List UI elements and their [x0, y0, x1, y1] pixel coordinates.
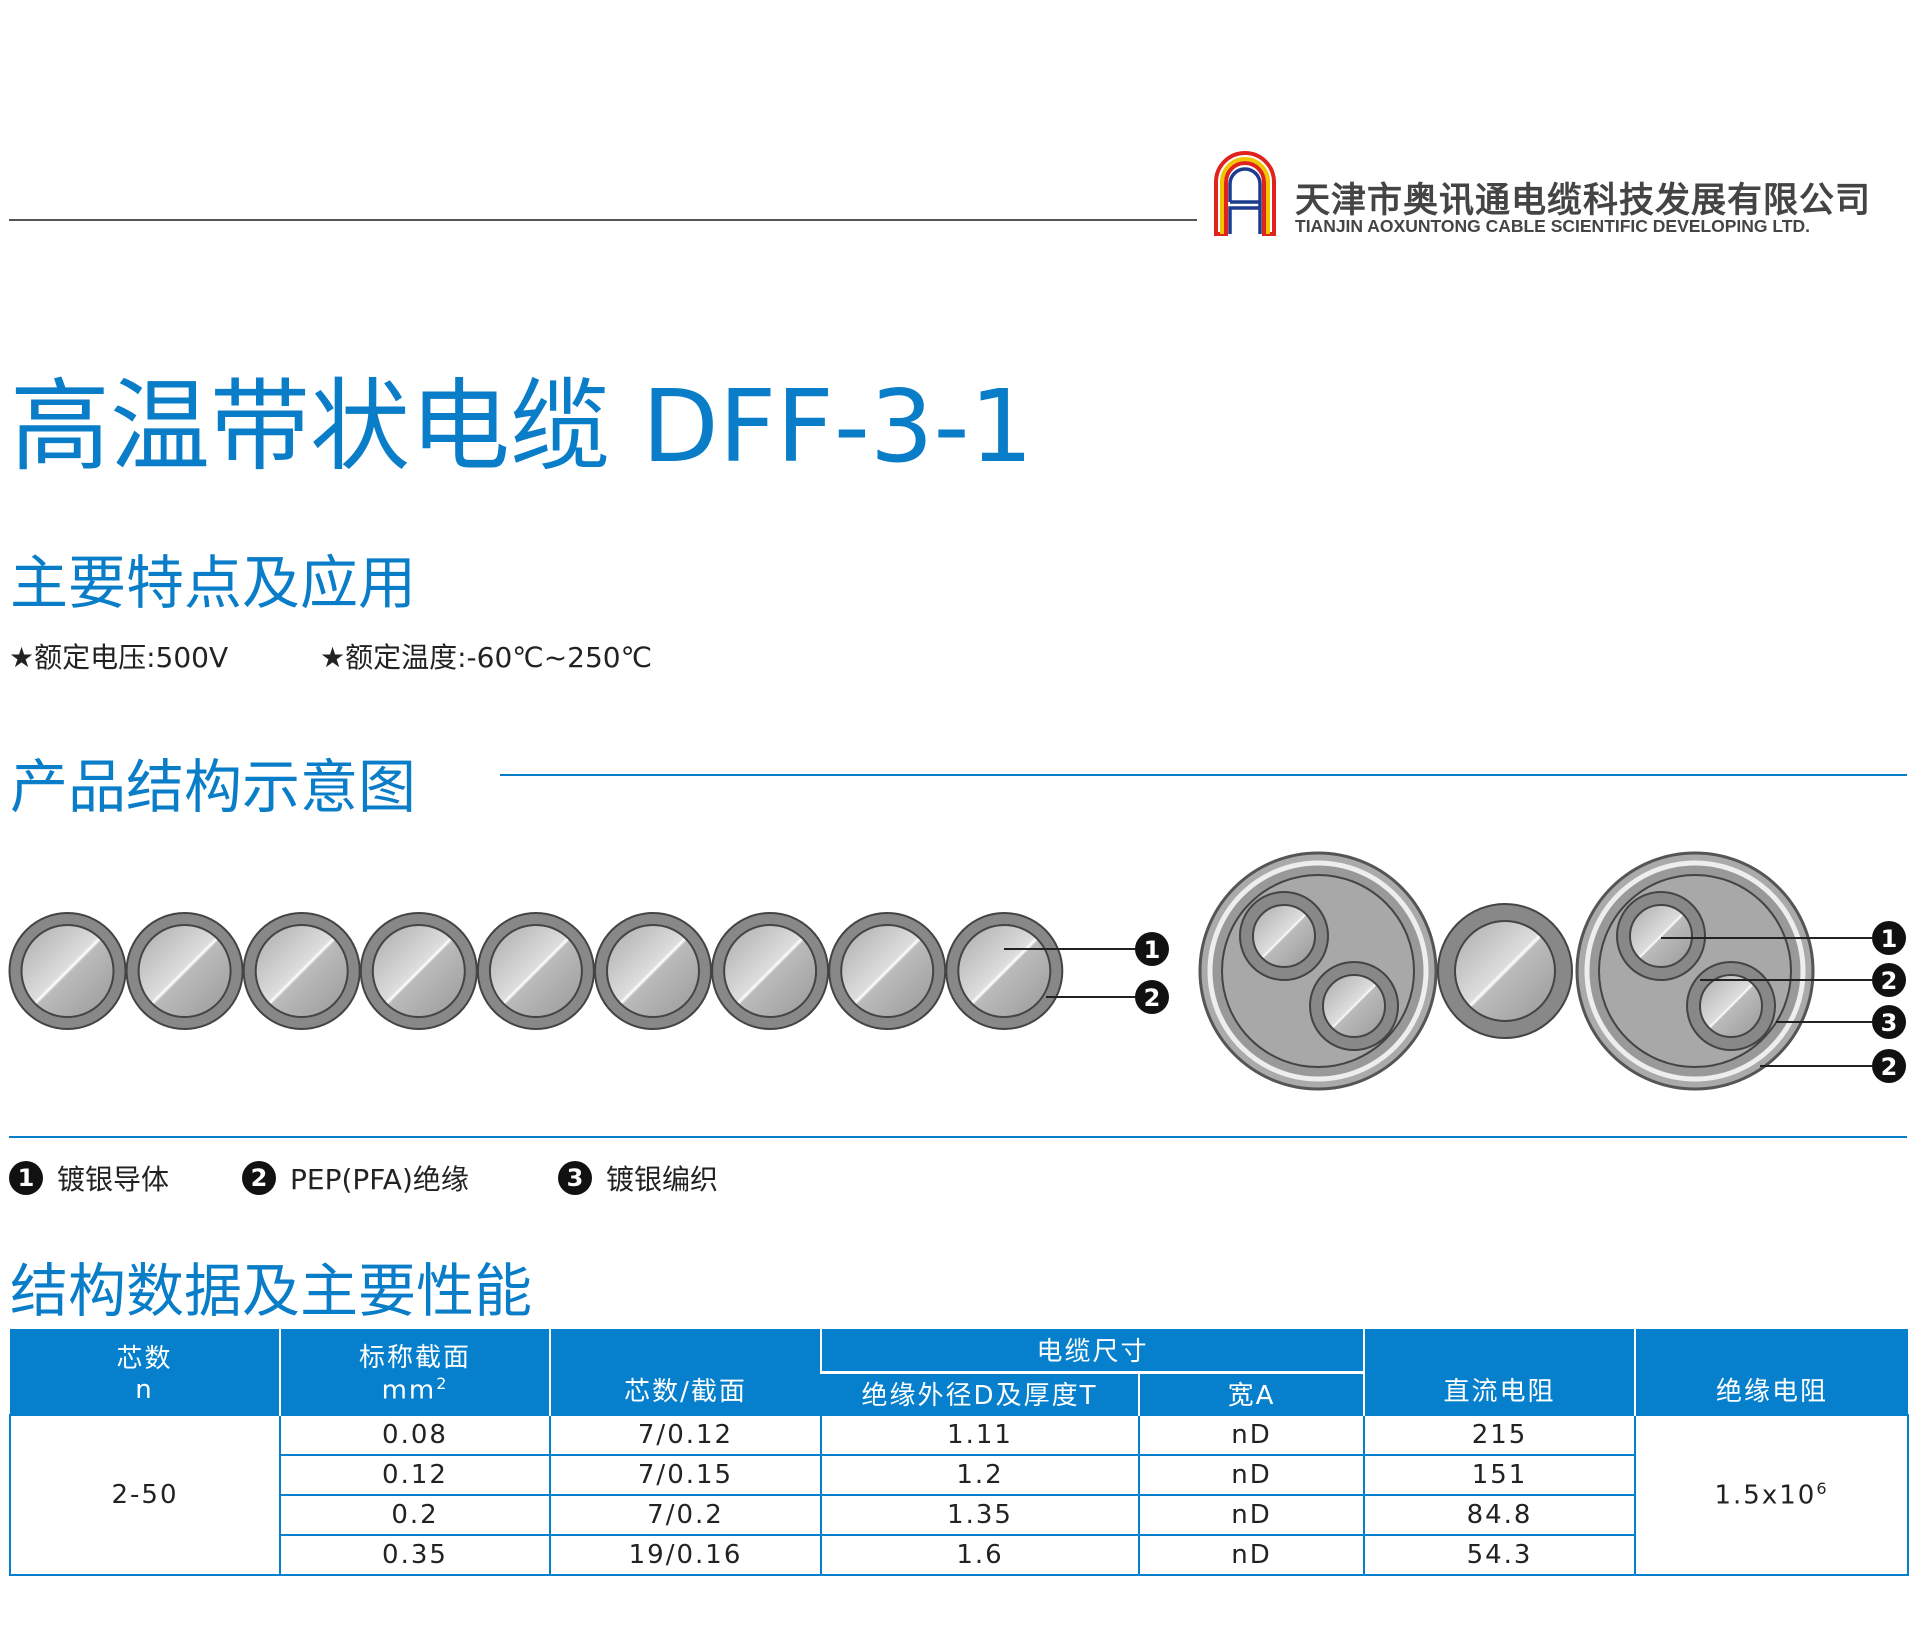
ribbon-conductor — [8, 912, 127, 1030]
cell-strand: 7/0.12 — [549, 1414, 822, 1456]
ribbon-conductor — [594, 912, 712, 1030]
ribbon-conductor — [359, 912, 478, 1030]
ribbon-conductor — [242, 912, 361, 1030]
svg-text:1: 1 — [1144, 936, 1161, 964]
header-insulation-resistance: 绝缘电阻 — [1634, 1329, 1909, 1415]
ribbon-conductor — [125, 912, 244, 1030]
header-dc-resistance: 直流电阻 — [1363, 1329, 1636, 1415]
cell-dc: 215 — [1363, 1414, 1637, 1456]
svg-text:3: 3 — [1881, 1009, 1898, 1037]
cell-strand: 19/0.16 — [549, 1534, 822, 1576]
callout-2-round-outer: 2 — [1872, 1049, 1906, 1083]
cell-diameter: 1.2 — [820, 1454, 1140, 1496]
round-cable-left — [1198, 851, 1438, 1091]
cell-section: 0.08 — [279, 1414, 551, 1456]
cell-width: nD — [1137, 1414, 1366, 1456]
cell-dc: 84.8 — [1363, 1494, 1637, 1536]
cell-diameter: 1.11 — [820, 1414, 1140, 1456]
cell-section: 0.35 — [279, 1534, 551, 1576]
ribbon-conductor — [476, 912, 595, 1030]
round-cable-middle — [1437, 903, 1573, 1039]
feature-voltage: ★额定电压:500V — [9, 641, 229, 674]
cell-insulation-resistance: 1.5x106 — [1634, 1414, 1910, 1576]
callout-2-flat: 2 — [1135, 980, 1169, 1014]
performance-heading: 结构数据及主要性能 — [10, 1257, 533, 1325]
header-size: 电缆尺寸 — [819, 1329, 1365, 1374]
company-name-en: TIANJIN AOXUNTONG CABLE SCIENTIFIC DEVEL… — [1295, 216, 1810, 236]
cell-cores: 2-50 — [9, 1414, 281, 1576]
ribbon-conductor — [711, 912, 830, 1030]
cell-section: 0.2 — [279, 1494, 551, 1536]
callout-1-flat: 1 — [1135, 932, 1169, 966]
cell-width: nD — [1137, 1534, 1366, 1576]
structure-heading: 产品结构示意图 — [10, 753, 417, 821]
ribbon-conductor — [828, 912, 947, 1030]
cell-diameter: 1.35 — [820, 1494, 1140, 1536]
company-name-cn: 天津市奥讯通电缆科技发展有限公司 — [1295, 181, 1872, 221]
legend-rule — [9, 1136, 1907, 1138]
cable-structure-diagram: 1 2 1 2 3 2 — [8, 851, 1906, 1091]
callout-1-round: 1 — [1872, 921, 1906, 955]
features-heading: 主要特点及应用 — [10, 549, 417, 617]
header-rule — [9, 219, 1197, 221]
svg-text:2: 2 — [1881, 967, 1898, 995]
cell-strand: 7/0.2 — [549, 1494, 822, 1536]
cell-width: nD — [1137, 1454, 1366, 1496]
ribbon-conductor — [945, 912, 1064, 1030]
callout-3-round: 3 — [1872, 1005, 1906, 1039]
cell-dc: 151 — [1363, 1454, 1637, 1496]
header-diameter: 绝缘外径D及厚度T — [821, 1372, 1139, 1415]
svg-text:2: 2 — [1881, 1053, 1898, 1081]
svg-text:1: 1 — [1881, 925, 1898, 953]
company-logo — [1214, 151, 1276, 236]
page-title: 高温带状电缆 DFF-3-1 — [10, 368, 1034, 485]
callout-2-round: 2 — [1872, 963, 1906, 997]
svg-text:2: 2 — [1144, 984, 1161, 1012]
cell-dc: 54.3 — [1363, 1534, 1637, 1576]
structure-rule — [500, 774, 1907, 776]
cell-section: 0.12 — [279, 1454, 551, 1496]
cell-diameter: 1.6 — [820, 1534, 1140, 1576]
cell-width: nD — [1137, 1494, 1366, 1536]
feature-temperature: ★额定温度:-60℃~250℃ — [320, 641, 653, 674]
round-cable-right — [1575, 851, 1815, 1091]
header-width: 宽A — [1137, 1372, 1365, 1415]
cell-strand: 7/0.15 — [549, 1454, 822, 1496]
header-strand: 芯数/截面 — [549, 1329, 821, 1415]
